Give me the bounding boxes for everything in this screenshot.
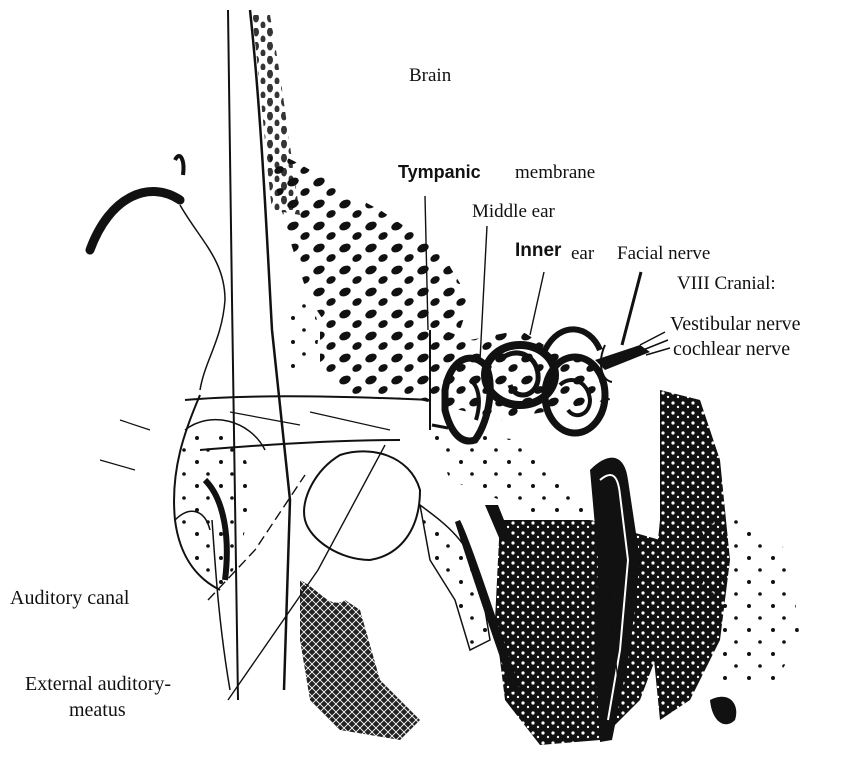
label-external-auditory: External auditory- (25, 674, 171, 694)
label-viii-cranial: VIII Cranial: (677, 274, 776, 293)
label-meatus: meatus (69, 700, 126, 720)
label-cochlear-nerve: cochlear nerve (673, 339, 790, 359)
label-ear: ear (571, 244, 594, 263)
label-inner: Inner (515, 241, 561, 260)
concha-texture (178, 298, 318, 590)
nerve-bundle (595, 332, 670, 382)
label-facial-nerve: Facial nerve (617, 244, 710, 263)
label-middle-ear: Middle ear (472, 202, 555, 221)
label-auditory-canal: Auditory canal (10, 588, 129, 608)
label-membrane: membrane (515, 163, 595, 182)
label-tympanic: Tympanic (398, 163, 481, 181)
pinna-outline (90, 156, 265, 690)
label-vestibular-nerve: Vestibular nerve (670, 314, 801, 334)
leader-facial-nerve (622, 272, 641, 345)
label-brain: Brain (409, 66, 451, 85)
leader-inner-ear (530, 272, 544, 335)
lower-dark-structures (300, 390, 800, 745)
